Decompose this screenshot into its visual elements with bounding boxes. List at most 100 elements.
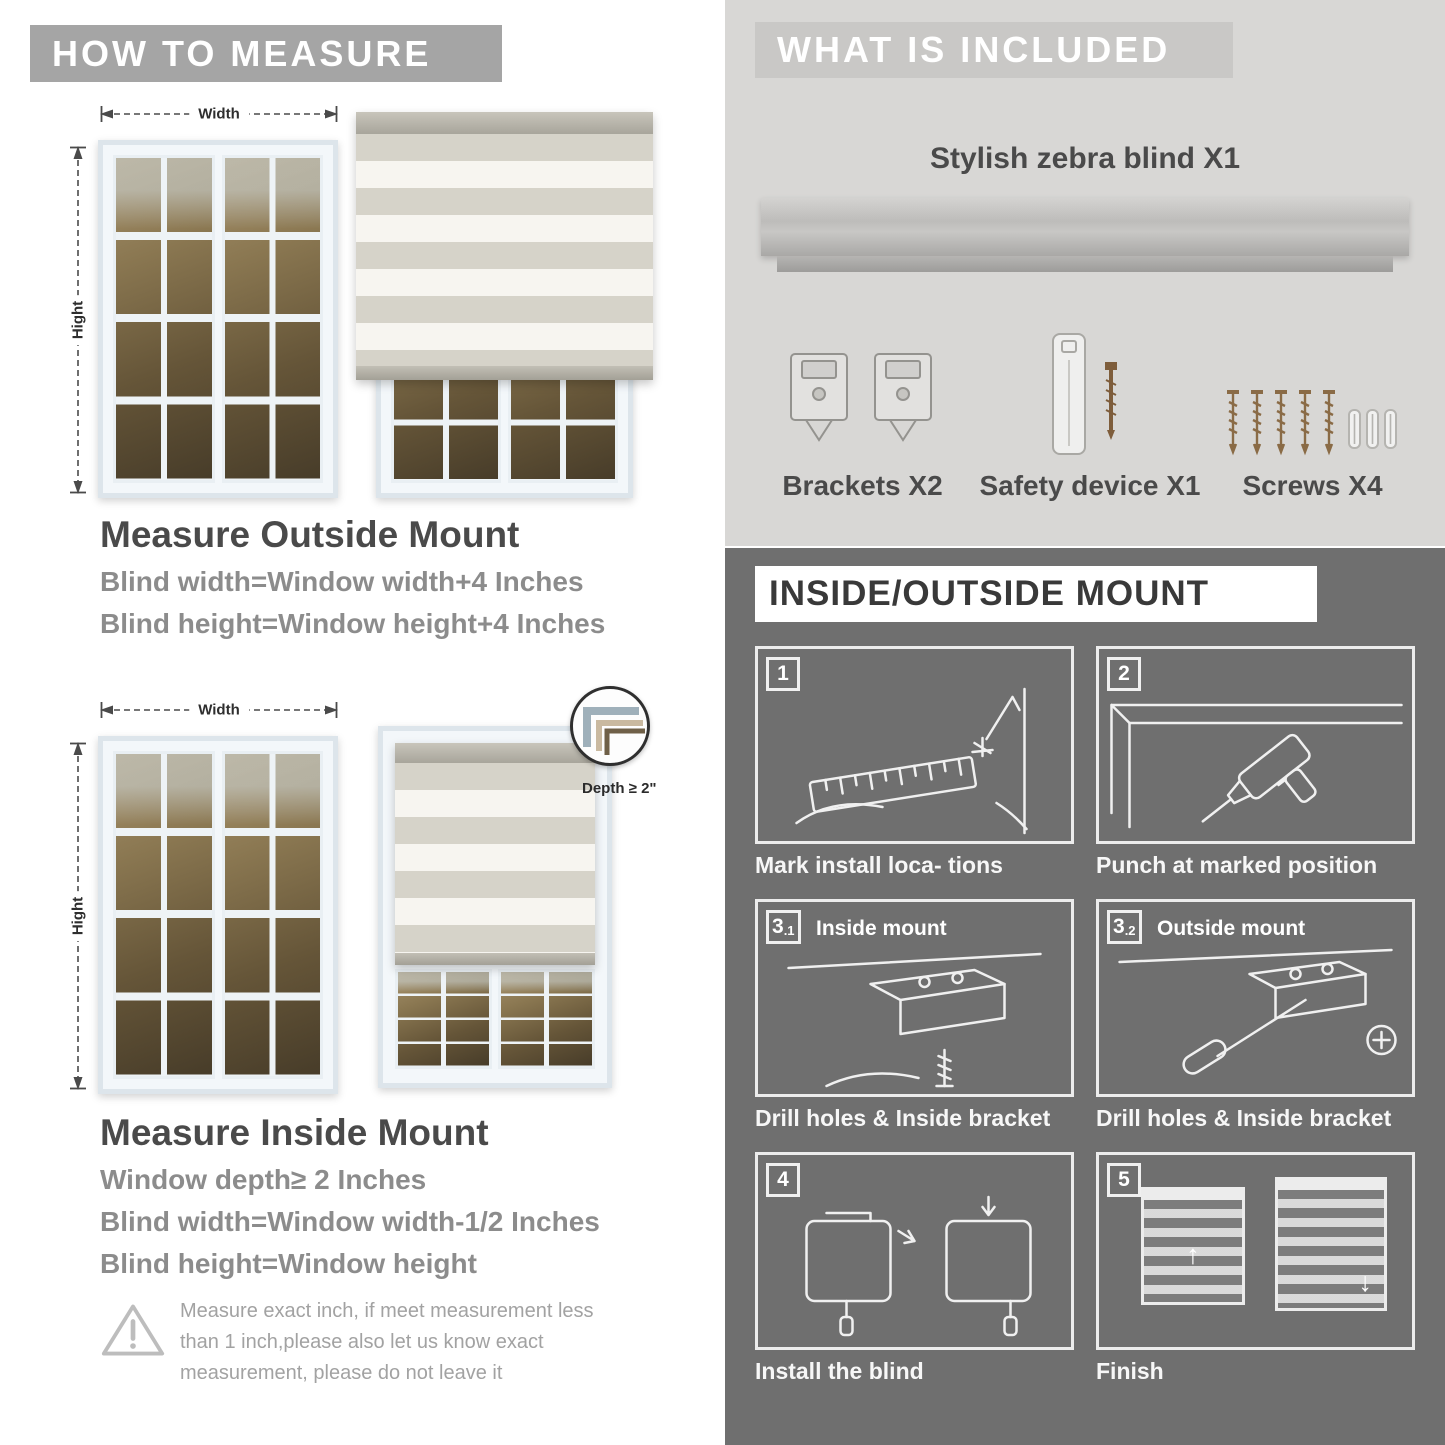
width-arrow-label: Width	[189, 701, 249, 719]
step-number: 4	[777, 1168, 789, 1191]
finished-blind-up: ↑	[1141, 1187, 1245, 1305]
height-arrow-label: Hight	[66, 294, 90, 346]
product-name: Stylish zebra blind X1	[929, 142, 1241, 175]
step-2-panel: 2	[1096, 646, 1415, 844]
outside-mount-blind-illustration	[356, 112, 653, 500]
step-inner-label: Outside mount	[1157, 917, 1306, 940]
step-3-2: 3 .2 Outside mount	[1096, 899, 1415, 1132]
blind-bottomrail	[356, 366, 653, 380]
outside-formula-width: Blind width=Window width+4 Inches	[100, 566, 584, 597]
step-5: 5 ↑ ↓ Finish	[1096, 1152, 1415, 1385]
down-arrow-icon: ↓	[1358, 1267, 1373, 1297]
window-sash	[113, 751, 215, 1079]
screws-label: Screws X4	[1242, 470, 1383, 501]
safety-device-label: Safety device X1	[979, 470, 1201, 501]
outside-bracket-illustration	[1118, 948, 1397, 1075]
brackets-label: Brackets X2	[782, 470, 943, 501]
warning-triangle-icon	[100, 1300, 166, 1365]
step-5-panel: 5 ↑ ↓	[1096, 1152, 1415, 1350]
blind-stripes	[395, 763, 595, 953]
step-number-badge: 3 .2	[1107, 910, 1142, 944]
height-arrow-icon: Hight	[66, 146, 90, 494]
window-illustration-inside	[98, 736, 338, 1094]
height-arrow-icon: Hight	[66, 742, 90, 1090]
step-number-badge: 4	[766, 1163, 800, 1197]
step-caption: Drill holes & Inside bracket	[755, 1105, 1051, 1131]
window-sash	[221, 751, 323, 1079]
step-number-badge: 1	[766, 657, 800, 691]
blind-stripes	[356, 134, 653, 366]
step-2: 2	[1096, 646, 1415, 879]
width-arrow-icon: Width	[100, 105, 338, 123]
step-number: 3	[772, 915, 784, 938]
depth-callout-label: Depth ≥ 2"	[582, 780, 657, 797]
step-caption: Punch at marked position	[1096, 852, 1378, 878]
finished-blind-down: ↓	[1275, 1177, 1387, 1311]
inside-mount-title: Measure Inside Mount	[100, 1112, 489, 1153]
step-number-badge: 5	[1107, 1163, 1141, 1197]
step-number: 5	[1118, 1168, 1130, 1191]
step-number-badge: 3 .1	[766, 910, 801, 944]
inside-formula-height: Blind height=Window height	[100, 1248, 477, 1279]
inside-formula-width: Blind width=Window width-1/2 Inches	[100, 1206, 600, 1237]
step-3-1: 3 .1 Inside mount	[755, 899, 1074, 1132]
what-is-included-banner: WHAT IS INCLUDED	[755, 22, 1233, 78]
blind-headrail	[356, 112, 653, 134]
blind-headrail	[1278, 1180, 1384, 1190]
step-number-badge: 2	[1107, 657, 1141, 691]
window-sash	[221, 155, 323, 483]
screws-icon	[1223, 330, 1403, 458]
what-is-included-section: WHAT IS INCLUDED Stylish zebra blind X1	[725, 0, 1445, 546]
blind-headrail	[1144, 1190, 1242, 1200]
width-arrow-icon: Width	[100, 701, 338, 719]
step-inner-label: Inside mount	[816, 917, 947, 940]
inside-mount-blind-illustration	[378, 726, 612, 1088]
inside-formula-depth: Window depth≥ 2 Inches	[100, 1164, 427, 1195]
window-illustration-outside	[98, 140, 338, 498]
headrail-lip	[777, 256, 1393, 272]
blind-bottomrail	[395, 953, 595, 965]
step-number: 1	[777, 662, 789, 685]
window-sash	[113, 155, 215, 483]
zebra-blind	[356, 112, 653, 380]
mark-locations-illustration	[795, 687, 1028, 835]
step-4-panel: 4	[755, 1152, 1074, 1350]
window-sash	[498, 969, 595, 1069]
outside-formula-height: Blind height=Window height+4 Inches	[100, 608, 606, 639]
step-number: 3	[1113, 915, 1125, 938]
drill-illustration	[1110, 703, 1403, 829]
width-arrow-label: Width	[189, 105, 249, 123]
mount-instructions-section: INSIDE/OUTSIDE MOUNT 1	[725, 548, 1445, 1445]
install-blind-illustration	[805, 1195, 1032, 1337]
step-caption: Finish	[1096, 1358, 1164, 1384]
included-item-safety-device: Safety device X1	[970, 330, 1210, 502]
depth-magnifier-icon	[570, 686, 650, 766]
included-items-row: Brackets X2 Safety device X1	[755, 330, 1415, 502]
bracket-icon	[783, 330, 943, 458]
mount-steps-grid: 1	[755, 646, 1415, 1385]
step-1: 1	[755, 646, 1074, 879]
included-item-brackets: Brackets X2	[755, 330, 970, 502]
step-caption: Drill holes & Inside bracket	[1096, 1105, 1392, 1131]
measurement-warning-text: Measure exact inch, if meet measurement …	[180, 1300, 594, 1384]
how-to-measure-banner: HOW TO MEASURE	[30, 25, 502, 82]
up-arrow-icon: ↑	[1186, 1239, 1200, 1270]
safety-device-icon	[1045, 330, 1135, 458]
step-3-1-panel: 3 .1 Inside mount	[755, 899, 1074, 1097]
outside-mount-title: Measure Outside Mount	[100, 514, 520, 555]
height-arrow-label: Hight	[66, 890, 90, 942]
step-1-panel: 1	[755, 646, 1074, 844]
step-4: 4	[755, 1152, 1074, 1385]
window-sash	[395, 969, 492, 1069]
step-subnumber: .1	[783, 923, 795, 938]
step-caption: Install the blind	[755, 1358, 924, 1384]
step-caption: Mark install loca- tions	[755, 852, 1003, 878]
step-number: 2	[1118, 662, 1130, 685]
blind-headrail-illustration	[761, 198, 1409, 272]
mount-banner: INSIDE/OUTSIDE MOUNT	[755, 566, 1317, 622]
step-subnumber: .2	[1124, 923, 1136, 938]
inside-bracket-illustration	[787, 952, 1042, 1088]
blind-headrail	[395, 743, 595, 763]
included-item-screws: Screws X4	[1210, 330, 1415, 502]
